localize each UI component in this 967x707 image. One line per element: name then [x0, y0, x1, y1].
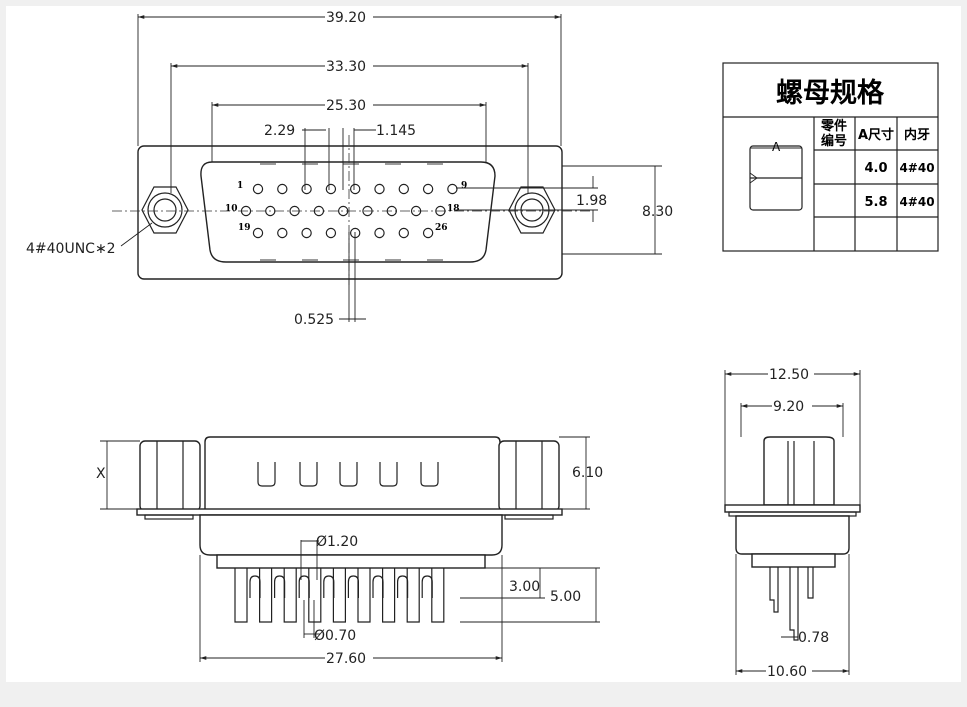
technical-drawing: 1 9 10 18 19 26 39.20 33.30 25.30 2.29 1…: [26, 10, 939, 680]
contact-slot: [339, 462, 358, 487]
header-thread: 内牙: [904, 127, 930, 143]
dim-3-00: 3.00: [509, 579, 540, 595]
pin-row2: [265, 205, 276, 217]
dim-25-30: 25.30: [326, 98, 366, 114]
dim-0-525: 0.525: [294, 312, 334, 328]
dim-dia-1-20: Ø1.20: [316, 534, 358, 550]
pin-row1: [301, 183, 312, 195]
pin-row1: [398, 183, 409, 195]
pin-tail: [259, 568, 273, 623]
contact-slot: [379, 462, 398, 487]
pin-row1: [422, 183, 434, 195]
table-title: 螺母规格: [776, 78, 885, 109]
header-a-size: A尺寸: [858, 127, 894, 143]
pin-row2: [289, 205, 300, 217]
nut-spec-table: 螺母规格 A 零件 编号 A尺寸 内牙 4.0 4#40 5.8 4#40: [722, 62, 939, 252]
pin-row3: [277, 227, 288, 239]
pin-row3: [374, 227, 385, 239]
pin-row1: [374, 183, 385, 195]
dim-8-30: 8.30: [642, 204, 673, 220]
tail-inner: [323, 575, 335, 598]
row1-a: 4.0: [864, 161, 887, 176]
pin-label-18: 18: [447, 204, 460, 214]
pin-row1: [325, 183, 337, 195]
contact-cutouts: [257, 462, 439, 487]
fig-label-a: A: [772, 140, 781, 154]
tail-inner: [249, 575, 261, 598]
dim-27-60: 27.60: [326, 651, 366, 667]
dim-2-29: 2.29: [264, 123, 295, 139]
side-view: X 6.10 Ø1.20 Ø0.70 3.00 5.00 27.60: [96, 436, 603, 667]
left-screw-hole: [141, 186, 189, 234]
pin-label-1: 1: [237, 181, 243, 191]
tail-inner: [347, 575, 359, 598]
dim-dia-0-70: Ø0.70: [314, 628, 356, 644]
front-view: 1 9 10 18 19 26 39.20 33.30 25.30 2.29 1…: [26, 10, 673, 328]
tail-inner: [274, 575, 286, 598]
pin-row2: [362, 205, 373, 217]
dim-33-30: 33.30: [326, 59, 366, 75]
pin-tail: [382, 568, 396, 623]
pin-label-10: 10: [225, 204, 238, 214]
pin-tail: [283, 568, 297, 623]
pin-row3: [301, 227, 312, 239]
pin-row2: [338, 205, 349, 217]
pin-row1: [277, 183, 288, 195]
pin-row1: [252, 183, 264, 195]
drawing-sheet: 1 9 10 18 19 26 39.20 33.30 25.30 2.29 1…: [6, 6, 961, 682]
tail-inner: [397, 575, 409, 598]
header-part-no-1: 零件: [820, 118, 847, 134]
pin-row3: [422, 227, 434, 239]
pin-row1: [350, 183, 361, 195]
dim-6-10: 6.10: [572, 465, 603, 481]
row2-thread: 4#40: [899, 195, 934, 209]
pin-label-26: 26: [435, 223, 448, 233]
dim-x: X: [96, 466, 106, 482]
dim-5-00: 5.00: [550, 589, 581, 605]
pin-tail: [234, 568, 248, 623]
dim-9-20: 9.20: [773, 399, 804, 415]
row2-a: 5.8: [864, 195, 887, 210]
pin-row2: [313, 205, 325, 217]
pin-row1: [447, 183, 458, 195]
nut-sketch: A: [749, 140, 803, 211]
pin-tail: [332, 568, 346, 623]
contact-slot: [420, 462, 439, 487]
pin-row2: [435, 205, 446, 217]
pin-tail: [406, 568, 420, 623]
dim-39-20: 39.20: [326, 10, 366, 26]
pin-tail: [308, 568, 322, 623]
pin-tails: [234, 568, 445, 623]
pin-row2: [386, 205, 397, 217]
pin-row2: [240, 205, 252, 217]
pin-row3: [398, 227, 409, 239]
dim-12-50: 12.50: [769, 367, 809, 383]
header-part-no-2: 编号: [821, 133, 847, 149]
dim-10-60: 10.60: [767, 664, 807, 680]
pin-row2: [410, 205, 422, 217]
contact-slot: [257, 462, 276, 487]
pin-tail: [357, 568, 371, 623]
end-view: 12.50 9.20 0.78 10.60: [724, 367, 861, 680]
thread-callout: 4#40UNC∗2: [26, 241, 116, 257]
dim-1-145: 1.145: [376, 123, 416, 139]
tail-inner: [372, 575, 384, 598]
pin-tail: [431, 568, 445, 623]
dim-0-78: 0.78: [798, 630, 829, 646]
tail-inner: [421, 575, 433, 598]
row1-thread: 4#40: [899, 161, 934, 175]
dim-1-98: 1.98: [576, 193, 607, 209]
pin-label-19: 19: [238, 223, 251, 233]
pin-row3: [252, 227, 264, 239]
pin-label-9: 9: [461, 181, 467, 191]
contact-slot: [299, 462, 318, 487]
pin-row3: [325, 227, 337, 239]
